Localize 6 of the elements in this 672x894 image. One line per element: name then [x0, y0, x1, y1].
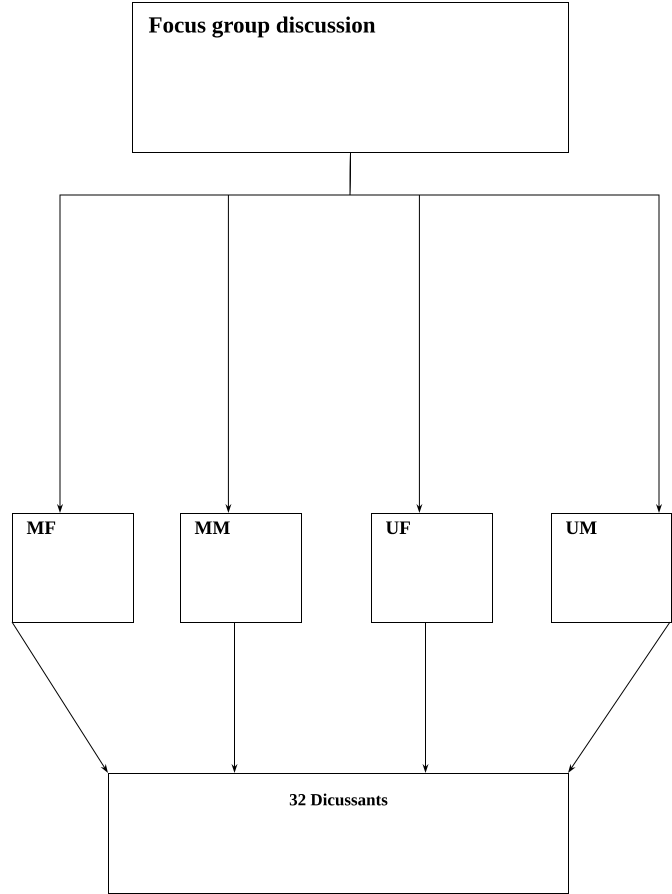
process-box: 32 Dicussants	[108, 773, 569, 894]
process-box: MM	[180, 513, 302, 623]
process-box: Focus group discussion	[132, 2, 569, 153]
process-box: UM	[551, 513, 672, 623]
process-box: UF	[371, 513, 493, 623]
process-box: MF	[12, 513, 134, 623]
